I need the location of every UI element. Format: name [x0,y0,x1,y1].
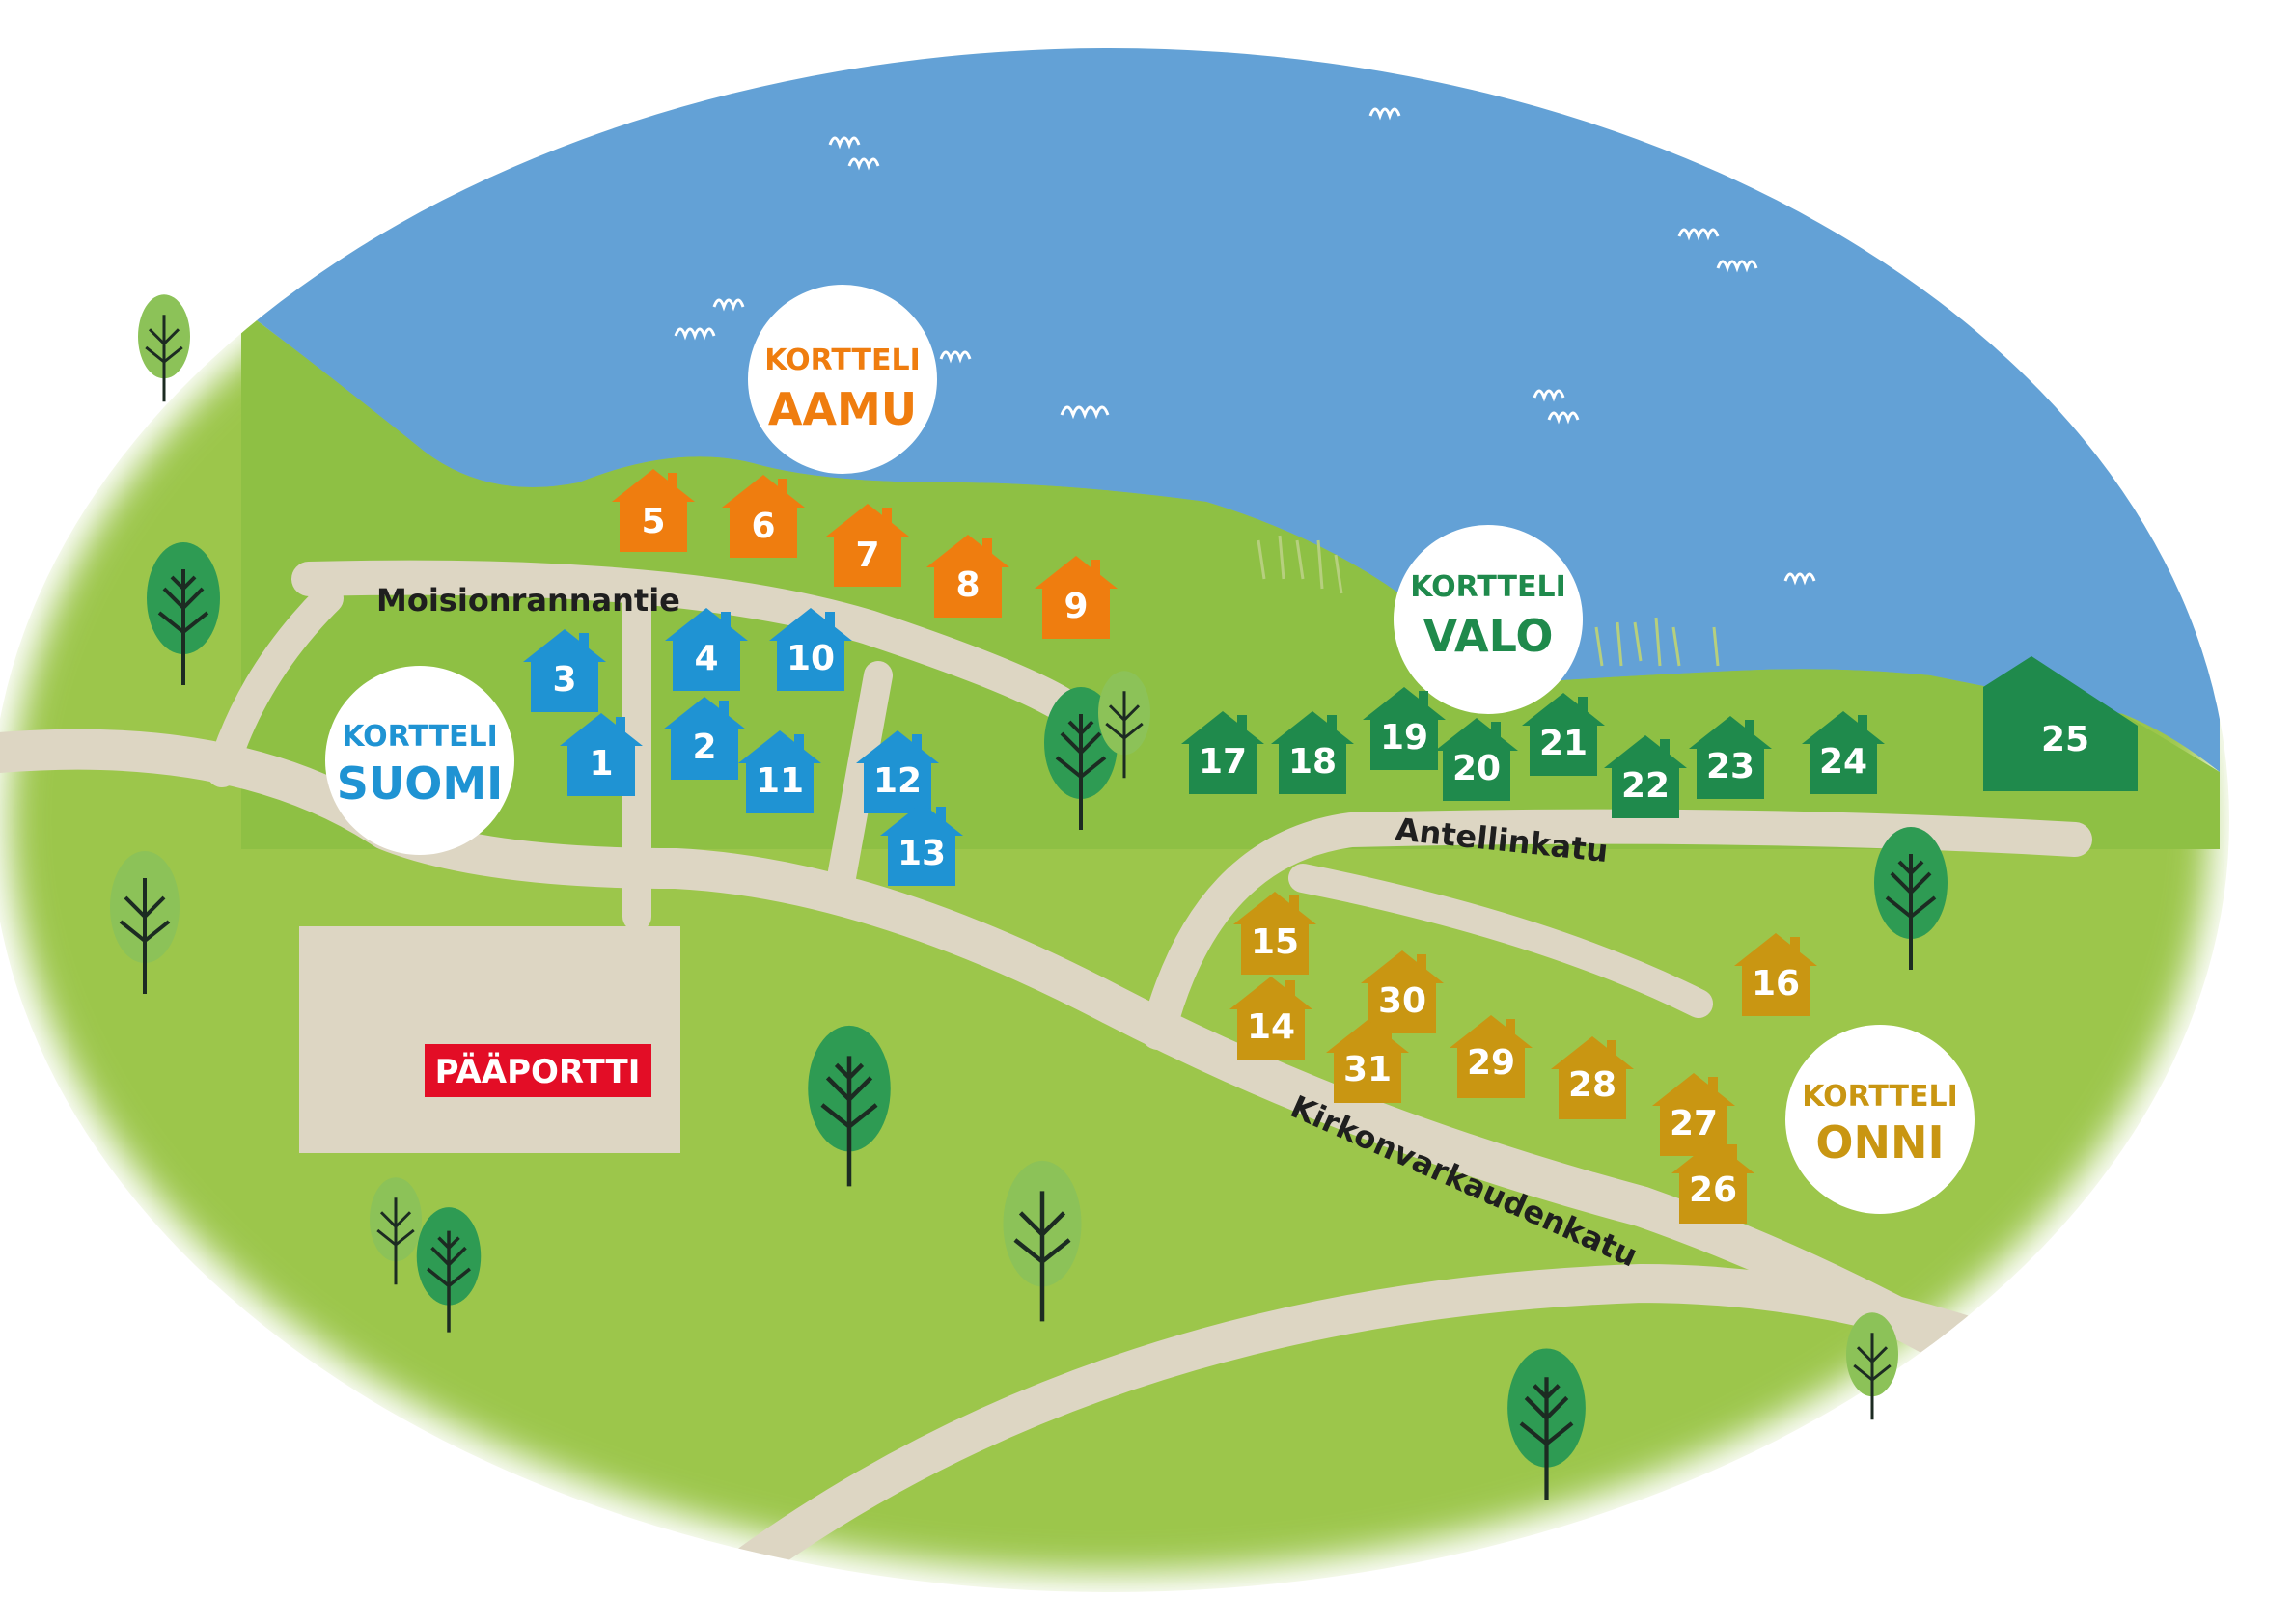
house-number: 31 [1343,1050,1392,1089]
house-number: 24 [1819,742,1867,782]
house-19[interactable]: 19 [1363,687,1446,770]
house-number: 11 [756,761,804,801]
house-10[interactable]: 10 [769,608,852,691]
house-24[interactable]: 24 [1802,711,1885,794]
house-number: 15 [1251,922,1299,962]
parking-area [299,926,680,1153]
house-15[interactable]: 15 [1233,892,1316,975]
house-18[interactable]: 18 [1271,711,1354,794]
ripples [297,107,1816,586]
house-number: 1 [589,744,613,784]
house-31[interactable]: 31 [1326,1020,1409,1103]
house-number: 23 [1706,747,1754,786]
badge-onni-top: KORTTELI [1802,1080,1958,1114]
house-26[interactable]: 26 [1671,1141,1754,1224]
house-number: 28 [1568,1065,1616,1105]
block-valo-badge: KORTTELI VALO [1394,525,1583,714]
reeds [1257,535,1720,667]
house-number: 20 [1452,749,1501,788]
house-12[interactable]: 12 [856,730,939,813]
house-number: 18 [1288,742,1337,782]
house-8[interactable]: 8 [926,535,1009,618]
road-label-moisionrannantie: Moisionrannantie [376,582,680,619]
house-number: 4 [694,639,718,678]
house-number: 29 [1467,1043,1515,1083]
house-number: 27 [1670,1104,1718,1143]
house-number: 6 [751,507,775,546]
house-14[interactable]: 14 [1229,977,1312,1060]
badge-valo-top: KORTTELI [1410,570,1566,604]
house-1[interactable]: 1 [560,713,643,796]
house-13[interactable]: 13 [880,803,963,886]
house-28[interactable]: 28 [1551,1036,1634,1119]
badge-suomi-top: KORTTELI [342,720,498,754]
house-21[interactable]: 21 [1522,693,1605,776]
house-27[interactable]: 27 [1652,1073,1735,1156]
badge-aamu-main: AAMU [768,383,917,435]
house-number: 5 [641,502,665,541]
house-16[interactable]: 16 [1734,933,1817,1016]
house-30[interactable]: 30 [1361,950,1444,1033]
house-6[interactable]: 6 [722,475,805,558]
main-gate[interactable]: PÄÄPORTTI [425,1044,651,1097]
house-number: 25 [2041,720,2089,759]
house-number: 16 [1752,964,1800,1004]
badge-valo-main: VALO [1423,610,1554,662]
house-number: 19 [1380,718,1428,757]
house-7[interactable]: 7 [826,504,909,587]
house-3[interactable]: 3 [523,629,606,712]
house-20[interactable]: 20 [1435,718,1518,801]
shore [241,309,2220,849]
house-number: 26 [1689,1170,1737,1210]
house-9[interactable]: 9 [1035,556,1118,639]
house-number: 9 [1064,587,1088,626]
house-22[interactable]: 22 [1604,735,1687,818]
block-suomi-badge: KORTTELI SUOMI [325,666,514,855]
house-number: 14 [1247,1007,1295,1047]
house-number: 3 [552,660,576,700]
badge-aamu-top: KORTTELI [764,344,921,377]
house-17[interactable]: 17 [1181,711,1264,794]
lake [193,48,2220,772]
badge-suomi-main: SUOMI [337,757,503,810]
houses: 5 6 7 8 9 3 4 10 1 2 11 12 13 17 18 19 2… [523,469,2138,1224]
house-number: 8 [955,565,980,605]
badge-onni-main: ONNI [1815,1116,1944,1169]
house-number: 30 [1378,981,1426,1021]
house-number: 22 [1621,766,1670,806]
house-number: 7 [855,536,879,575]
house-number: 10 [787,639,835,678]
house-25[interactable]: 25 [1983,656,2138,791]
house-number: 17 [1199,742,1247,782]
block-aamu-badge: KORTTELI AAMU [748,285,937,474]
map-area [0,48,2229,1592]
house-number: 13 [898,834,946,873]
house-4[interactable]: 4 [665,608,748,691]
main-gate-label: PÄÄPORTTI [435,1052,641,1091]
house-number: 21 [1539,724,1588,763]
house-11[interactable]: 11 [738,730,821,813]
house-number: 12 [873,761,922,801]
house-23[interactable]: 23 [1689,716,1772,799]
house-5[interactable]: 5 [612,469,695,552]
house-2[interactable]: 2 [663,697,746,780]
house-number: 2 [692,728,716,767]
block-onni-badge: KORTTELI ONNI [1785,1025,1975,1214]
house-29[interactable]: 29 [1450,1015,1533,1098]
